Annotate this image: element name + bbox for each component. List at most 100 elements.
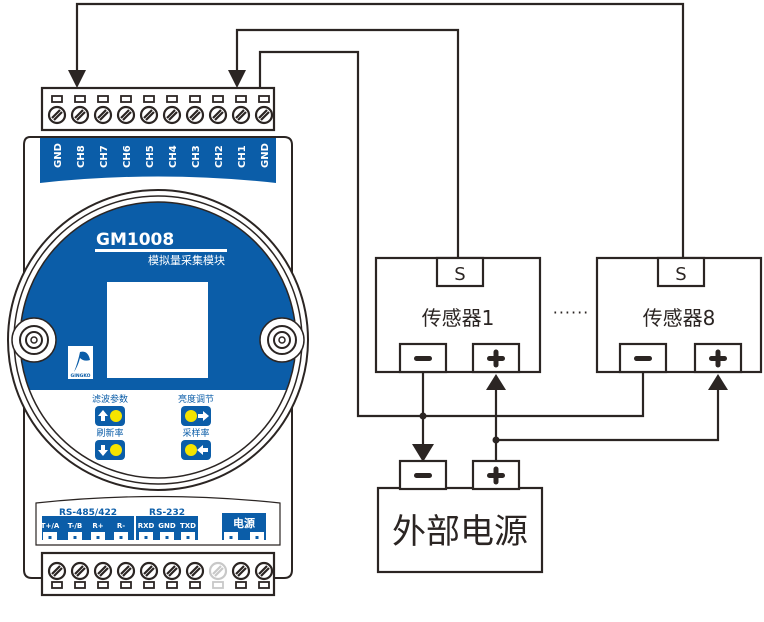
channel-label: CH6 (122, 145, 133, 168)
terminal-slot (258, 95, 270, 103)
terminal-screw[interactable] (254, 561, 274, 581)
channel-label: CH3 (191, 145, 202, 168)
led-indicator (110, 444, 122, 456)
terminal-screw-ch7[interactable] (93, 105, 113, 125)
button-label: 滤波参数 (92, 393, 128, 405)
mount-ear-right (259, 317, 305, 363)
terminal-screw-ch6[interactable] (116, 105, 136, 125)
terminal-slot (120, 581, 132, 589)
button-2[interactable]: 亮度调节 (178, 393, 214, 426)
signal-label: S (675, 264, 686, 285)
terminal-slot (51, 581, 63, 589)
arrow-up-icon (98, 410, 108, 421)
channel-label-strip (40, 138, 276, 183)
display-window (107, 282, 208, 378)
button-1[interactable]: 滤波参数 (92, 393, 128, 426)
terminal-screw[interactable] (231, 561, 251, 581)
terminal-slot (189, 95, 201, 103)
logo-text: GINGKO (71, 373, 91, 379)
signal-terminal (435, 256, 485, 288)
arrow-down-icon (98, 445, 108, 456)
terminal-slot (166, 95, 178, 103)
wire-sensor8-signal-to-ch8 (75, 2, 685, 258)
bottom-group-3: 电源 (222, 513, 266, 542)
terminal-screw[interactable] (70, 561, 90, 581)
channel-label: CH4 (168, 145, 179, 168)
terminal-screw[interactable] (47, 561, 67, 581)
terminal-screw-ch2[interactable] (208, 105, 228, 125)
led-indicator (185, 410, 197, 422)
mount-ear-left (11, 317, 57, 363)
terminal-screw-ch8[interactable] (70, 105, 90, 125)
ginkgo-leaf-icon (74, 351, 90, 372)
psu-label: 外部电源 (392, 512, 528, 552)
wire-gnd-return (258, 50, 645, 418)
group-title: RS-232 (149, 508, 185, 518)
arrow-up-icon (708, 374, 728, 390)
model-name: GM1008 (96, 230, 174, 250)
channel-label: CH2 (214, 145, 225, 168)
title-underline (95, 249, 227, 252)
terminal-slot (97, 581, 109, 589)
terminal-screw-ch3[interactable] (185, 105, 205, 125)
wire-psu-pos-to-sensor8 (496, 388, 720, 442)
terminal-screw[interactable] (208, 561, 228, 581)
button-label: 采样率 (182, 427, 209, 439)
wire-sensor1-signal-to-ch1 (235, 28, 460, 258)
terminal-screw-gnd[interactable] (254, 105, 274, 125)
terminal-screw-gnd[interactable] (47, 105, 67, 125)
group-title: RS-485/422 (59, 508, 117, 518)
channel-label: CH1 (237, 145, 248, 168)
pin-label: T-/B (68, 522, 83, 530)
terminal-slot (212, 581, 224, 589)
terminal-slot (166, 581, 178, 589)
terminal-screw-ch1[interactable] (231, 105, 251, 125)
wires (68, 2, 728, 462)
terminal-screw[interactable] (116, 561, 136, 581)
button-4[interactable]: 采样率 (181, 427, 211, 460)
signal-terminal (656, 256, 706, 288)
arrow-down-icon (68, 70, 86, 88)
channel-label: CH8 (76, 145, 87, 168)
button-3[interactable]: 刷新率 (95, 427, 125, 460)
sensor-8: S 传感器8 (595, 256, 763, 374)
arrow-down-icon (412, 444, 434, 462)
terminal-screw-ch5[interactable] (139, 105, 159, 125)
pin-label: T+/A (41, 522, 60, 530)
channel-label: CH7 (99, 145, 110, 168)
pin-label: TXD (180, 522, 196, 530)
terminal-slot (143, 581, 155, 589)
terminal-screw[interactable] (139, 561, 159, 581)
pin-label: RXD (138, 522, 155, 530)
pin-label: R+ (92, 522, 103, 530)
terminal-screw-ch4[interactable] (162, 105, 182, 125)
terminal-screw[interactable] (162, 561, 182, 581)
plus-icon (487, 349, 505, 368)
button-label: 刷新率 (96, 427, 123, 439)
terminal-screw[interactable] (185, 561, 205, 581)
channel-label: CH5 (145, 145, 156, 168)
terminal-slot (120, 95, 132, 103)
sensor-name: 传感器1 (422, 306, 495, 330)
arrow-up-icon (486, 374, 506, 390)
terminal-screw[interactable] (93, 561, 113, 581)
arrow-right-icon (198, 411, 209, 421)
external-power-supply: 外部电源 (376, 459, 544, 574)
terminal-slot (235, 581, 247, 589)
gingko-logo: GINGKO (68, 346, 93, 379)
minus-icon (414, 473, 432, 478)
led-indicator (185, 444, 197, 456)
minus-icon (414, 356, 432, 361)
terminal-slot (74, 95, 86, 103)
terminal-slot (74, 581, 86, 589)
signal-label: S (454, 264, 465, 285)
terminal-slot (258, 581, 270, 589)
led-indicator (110, 410, 122, 422)
model-subtitle: 模拟量采集模块 (148, 253, 225, 267)
arrow-down-icon (228, 70, 246, 88)
sensor-1: S 传感器1 (374, 256, 542, 374)
sensor-name: 传感器8 (643, 306, 716, 330)
terminal-slot (143, 95, 155, 103)
